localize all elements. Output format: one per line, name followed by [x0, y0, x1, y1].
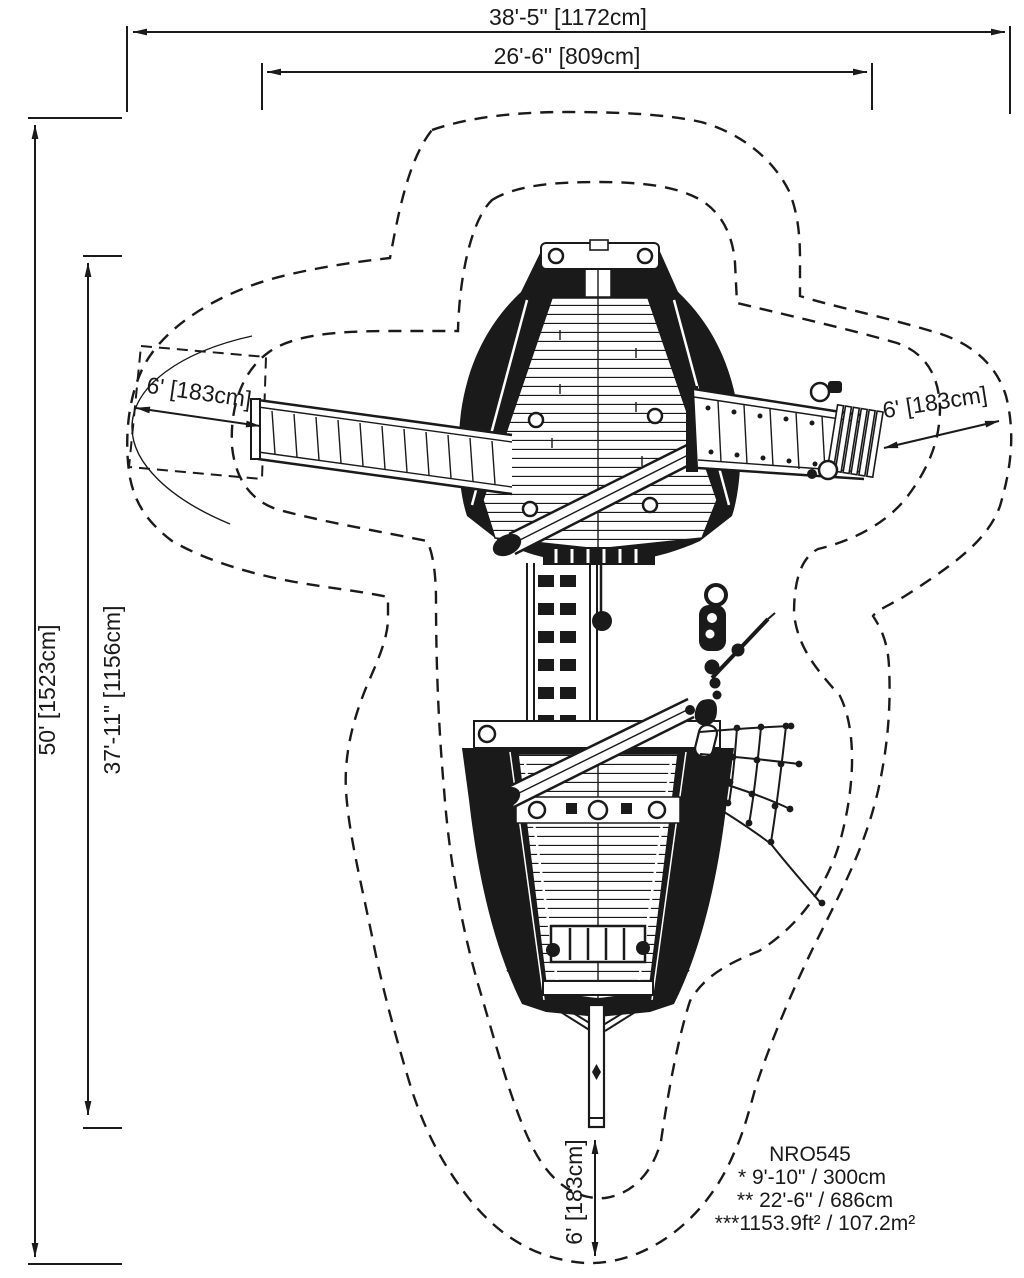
model-number: NRO545	[769, 1143, 851, 1166]
slide-upper	[492, 439, 702, 557]
use-zone-inner-boundary	[230, 180, 942, 1200]
dimension-overall-width: 38'-5" [1172cm]	[126, 4, 1011, 114]
activity-panel	[693, 583, 776, 759]
deck-post	[636, 247, 654, 265]
climbing-net	[697, 722, 826, 907]
dimension-overall-height: 50' [1523cm]	[28, 117, 122, 1265]
use-zone-outer-boundary	[126, 110, 1013, 1265]
dimension-bottom-clearance: 6' [183cm]	[561, 1139, 599, 1257]
deck-post	[646, 407, 664, 425]
deck-post	[477, 724, 497, 744]
stern-ladder	[546, 924, 650, 964]
notes-block: NRO545 * 9'-10" / 300cm ** 22'-6" / 686c…	[715, 1143, 915, 1235]
dimension-inner-width: 26'-6" [809cm]	[261, 43, 873, 110]
surfacing-hatch-area	[127, 344, 268, 481]
dimension-inner-height: 37'-11" [1156cm]	[83, 255, 125, 1129]
slide-lower	[491, 697, 695, 810]
deck-post	[547, 247, 565, 265]
note-line-2: ** 22'-6" / 686cm	[737, 1189, 893, 1212]
deck-post	[641, 496, 659, 514]
right-clearance-label: 6' [183cm]	[881, 381, 989, 423]
deck-post	[527, 411, 545, 429]
ramp-transition-steps	[826, 403, 884, 479]
inner-width-label: 26'-6" [809cm]	[494, 43, 641, 69]
deck-post	[527, 800, 547, 820]
deck-post	[587, 799, 609, 821]
fire-pole-knob	[592, 611, 612, 631]
lower-deck	[462, 720, 734, 1129]
left-ramp	[250, 398, 513, 496]
overall-height-label: 50' [1523cm]	[34, 625, 60, 756]
bowsprit	[587, 1003, 606, 1129]
bottom-clearance-label: 6' [183cm]	[561, 1139, 587, 1244]
dimensions: 38'-5" [1172cm] 26'-6" [809cm] 50' [1523…	[28, 4, 1011, 1265]
upper-deck	[458, 239, 741, 565]
playground-structure	[250, 239, 884, 1129]
note-line-3: ***1153.9ft² / 107.2m²	[715, 1212, 915, 1235]
inner-height-label: 37'-11" [1156cm]	[99, 606, 125, 775]
dimension-left-clearance: 6' [183cm]	[135, 372, 261, 428]
left-clearance-label: 6' [183cm]	[145, 372, 253, 412]
note-line-1: * 9'-10" / 300cm	[738, 1166, 886, 1189]
deck-post	[647, 800, 667, 820]
deck-post	[521, 500, 539, 518]
arc-line	[131, 335, 253, 525]
overall-width-label: 38'-5" [1172cm]	[489, 4, 647, 30]
right-ramp	[686, 381, 884, 481]
